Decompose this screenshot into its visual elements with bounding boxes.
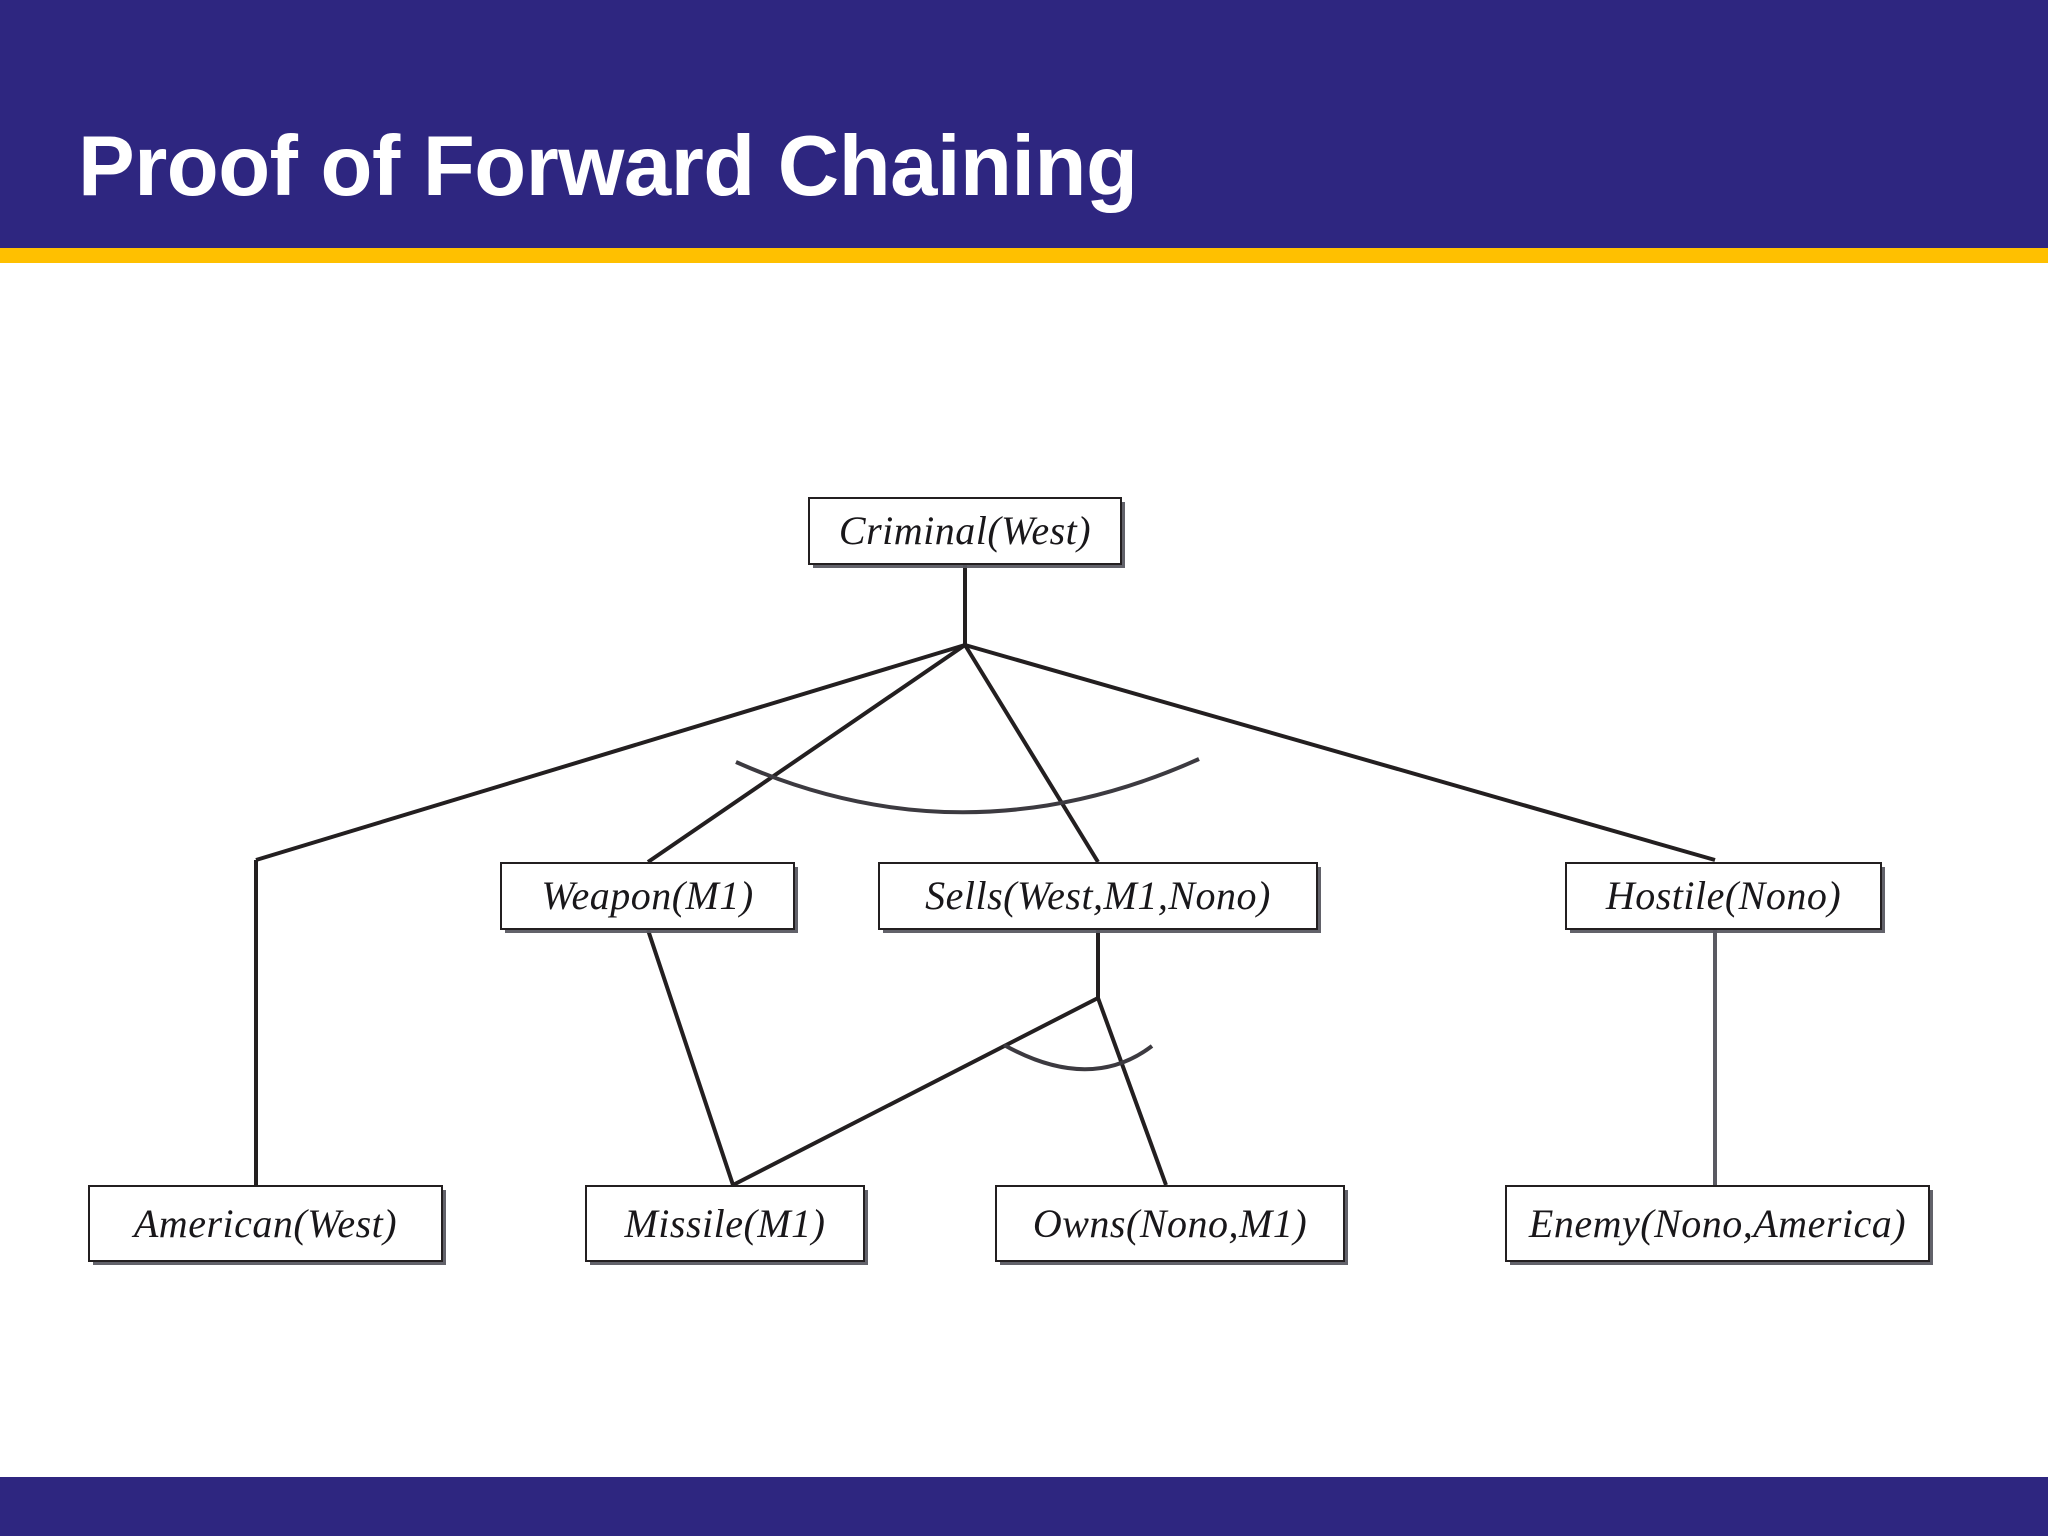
edge-criminal-to-weapon — [646, 643, 967, 864]
node-owns[interactable]: Owns(Nono,M1) — [995, 1185, 1345, 1262]
edge-criminal-to-american — [255, 643, 966, 862]
header-accent-stripe — [0, 248, 2048, 263]
node-label-criminal: Criminal(West) — [838, 508, 1092, 553]
edge-criminal-to-hostile — [964, 643, 1716, 862]
node-label-weapon: Weapon(M1) — [541, 873, 754, 918]
edge-weapon-to-missile — [646, 929, 735, 1186]
node-american[interactable]: American(West) — [88, 1185, 443, 1262]
node-weapon[interactable]: Weapon(M1) — [500, 862, 795, 930]
and-arc-criminal — [735, 757, 1200, 815]
proof-tree-figure: Criminal(West) Weapon(M1) Sells(West,M1,… — [0, 263, 2048, 1477]
node-label-sells: Sells(West,M1,Nono) — [925, 873, 1271, 918]
node-label-owns: Owns(Nono,M1) — [1032, 1200, 1308, 1246]
edge-sells-to-owns — [1096, 997, 1168, 1186]
edge-criminal-to-sells — [963, 643, 1100, 864]
node-label-enemy: Enemy(Nono,America) — [1528, 1200, 1907, 1246]
node-label-hostile: Hostile(Nono) — [1605, 873, 1842, 918]
node-sells[interactable]: Sells(West,M1,Nono) — [878, 862, 1318, 930]
header-band — [0, 0, 2048, 248]
node-enemy[interactable]: Enemy(Nono,America) — [1505, 1185, 1930, 1262]
node-label-missile: Missile(M1) — [624, 1200, 826, 1246]
proof-tree-edges — [254, 565, 1717, 1187]
node-missile[interactable]: Missile(M1) — [585, 1185, 865, 1262]
and-arc-sells — [1003, 1043, 1154, 1072]
footer-band — [0, 1477, 2048, 1536]
node-criminal[interactable]: Criminal(West) — [808, 497, 1122, 565]
page-title: Proof of Forward Chaining — [78, 118, 1138, 214]
edge-sells-to-missile — [732, 996, 1099, 1187]
node-hostile[interactable]: Hostile(Nono) — [1565, 862, 1882, 930]
node-label-american: American(West) — [133, 1200, 398, 1246]
